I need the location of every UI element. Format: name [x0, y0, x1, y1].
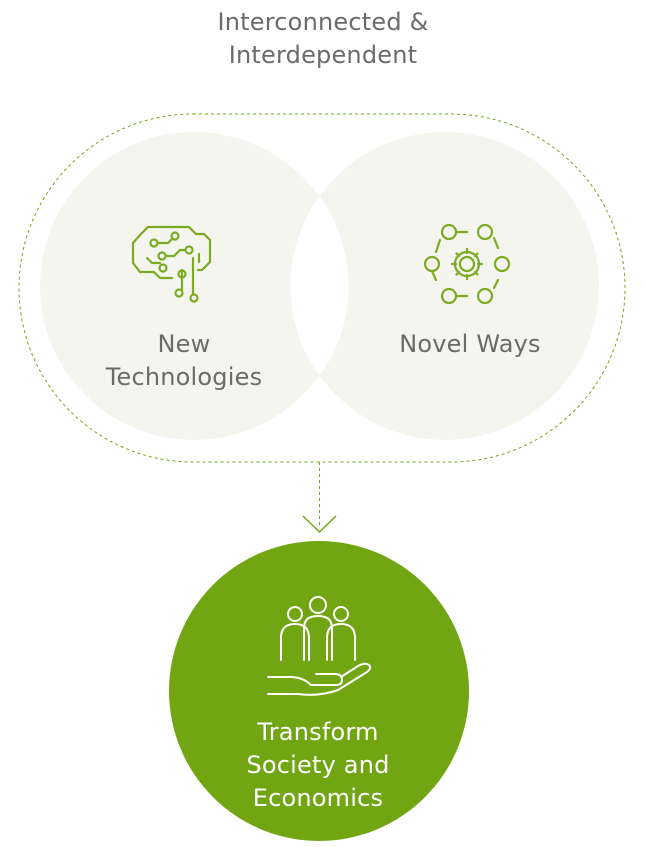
new-technologies-line-1: New: [157, 330, 211, 358]
novel-ways-line-1: Novel Ways: [399, 330, 541, 358]
diagram-title: Interconnected & Interdependent: [0, 6, 646, 72]
new-technologies-line-2: Technologies: [105, 363, 263, 391]
transform-line-1: Transform: [257, 718, 379, 746]
transform-line-2: Society and: [246, 751, 390, 779]
transform-label: Transform Society and Economics: [188, 716, 448, 815]
result-circle: [169, 541, 469, 841]
new-technologies-label: New Technologies: [74, 328, 294, 394]
title-line-1: Interconnected &: [217, 8, 429, 36]
gear-network-icon: [423, 223, 511, 305]
brain-circuit-icon: [131, 225, 212, 303]
circle-intersection: [290, 196, 349, 376]
dashed-outline: [18, 113, 626, 463]
right-circle: [291, 132, 599, 440]
transform-line-3: Economics: [252, 784, 384, 812]
title-line-2: Interdependent: [228, 41, 418, 69]
novel-ways-label: Novel Ways: [360, 328, 580, 361]
arrow-head-icon: [302, 515, 337, 534]
people-in-hand-icon: [267, 596, 372, 696]
